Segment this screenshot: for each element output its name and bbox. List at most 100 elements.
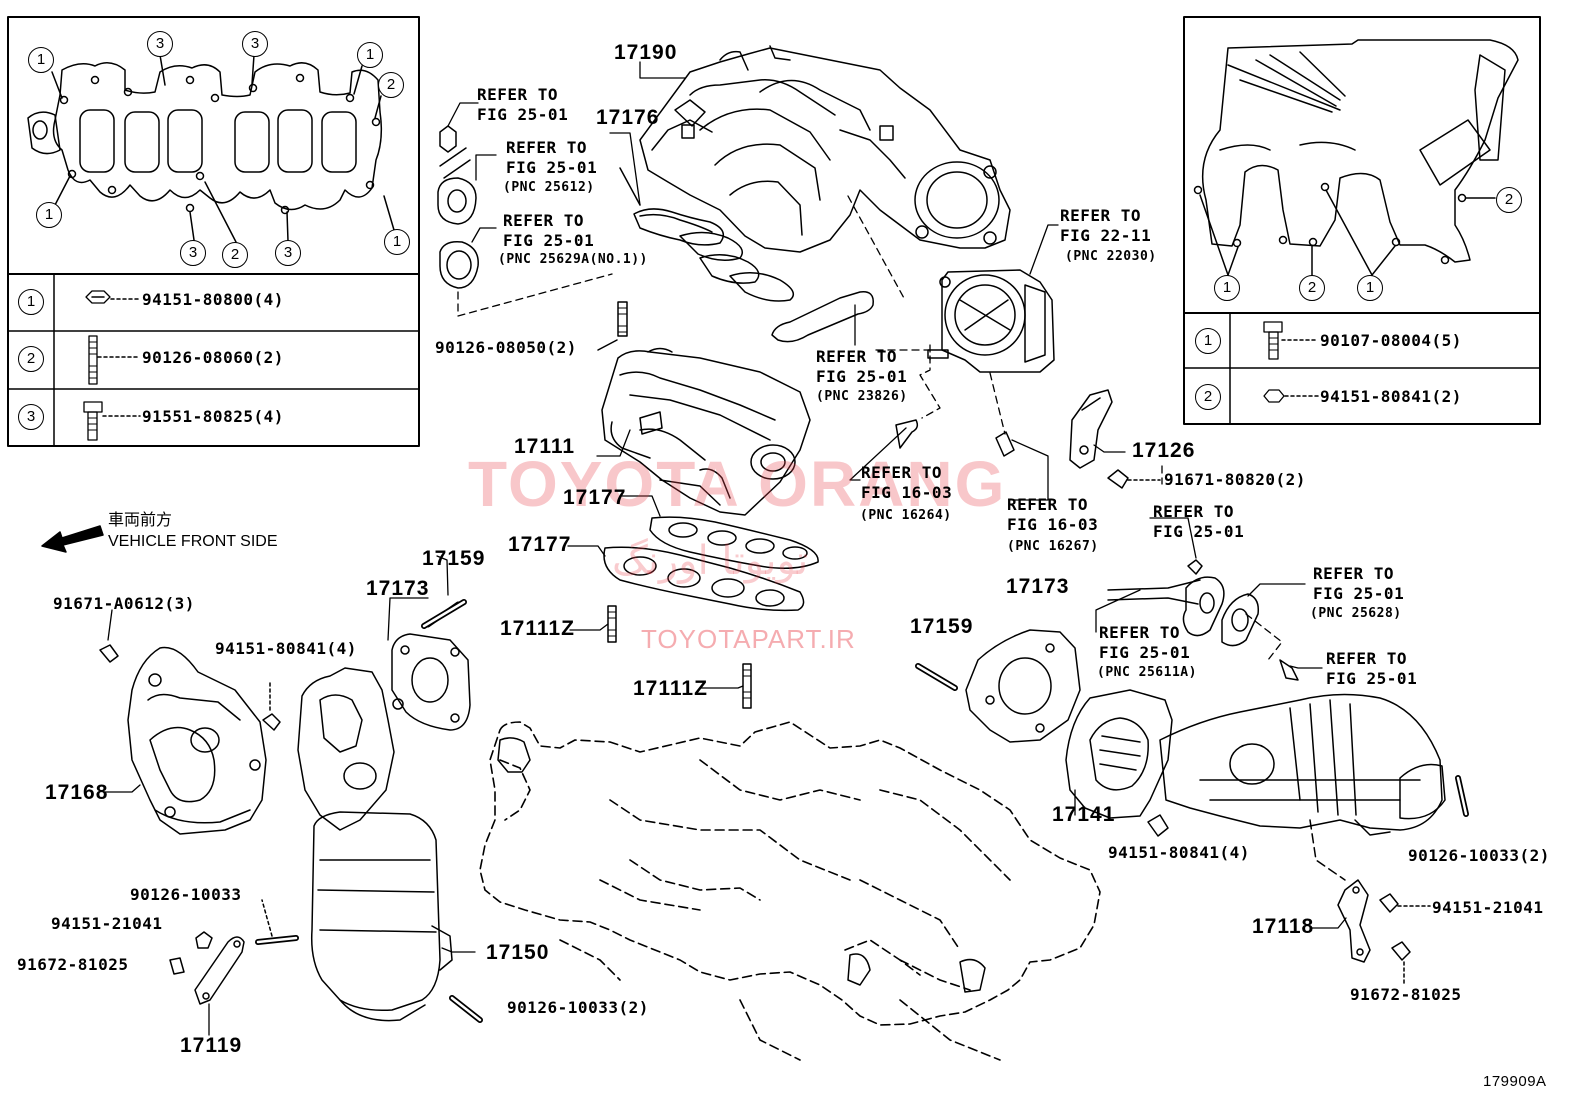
part-label-17159: 17159 xyxy=(910,615,974,638)
intake-gasket-17177-b xyxy=(603,546,805,612)
part-label-17168: 17168 xyxy=(45,781,109,804)
exhaust-manifold-17150 xyxy=(297,667,453,1022)
part-label-17190: 17190 xyxy=(614,41,678,64)
table-key-2: 2 xyxy=(1195,384,1221,410)
part-number: 91671-A0612(3) xyxy=(53,594,195,613)
part-label-17118: 17118 xyxy=(1252,915,1315,938)
stud-17159-right xyxy=(915,663,958,691)
right-inset-icons xyxy=(1263,321,1319,403)
left-small-fasteners xyxy=(99,599,483,1023)
engine-detail xyxy=(497,737,986,993)
refer-note: REFER TO FIG 25-01 xyxy=(816,347,908,386)
upper-intake-manifold xyxy=(639,45,1011,253)
callout-2: 2 xyxy=(1299,275,1325,301)
part-number: 91672-81025 xyxy=(1350,985,1462,1004)
part-number: 94151-21041 xyxy=(51,914,163,933)
callout-3: 3 xyxy=(275,240,301,266)
refer-note: REFER TO FIG 25-01 xyxy=(503,211,595,250)
watermark-site: TOYOTAPART.IR xyxy=(641,624,856,654)
part-label-17177: 17177 xyxy=(563,486,627,509)
callout-3: 3 xyxy=(147,31,173,57)
dashed-lines xyxy=(457,195,1283,661)
refer-note: REFER TO FIG 25-01 xyxy=(1153,502,1245,541)
egr-gaskets-left xyxy=(437,125,479,289)
right-inset-frame xyxy=(1183,16,1541,425)
part-label-17126: 17126 xyxy=(1132,439,1196,462)
refer-note: REFER TO FIG 25-01 xyxy=(477,85,569,124)
part-number: 94151-80841(2) xyxy=(1320,387,1462,406)
refer-note: REFER TO FIG 22-11 xyxy=(1060,206,1152,245)
watermark-persian: تویوتا اورنگ xyxy=(612,538,809,584)
part-label-17111: 17111 xyxy=(514,435,576,458)
callout-1: 1 xyxy=(28,47,54,73)
gasket-17173-right xyxy=(965,629,1081,743)
pcv-hose xyxy=(771,291,874,343)
refer-note: REFER TO FIG 25-01 xyxy=(1326,649,1418,688)
part-label-17150: 17150 xyxy=(486,941,550,964)
intake-gaskets-17176 xyxy=(619,167,795,302)
part-label-17173: 17173 xyxy=(366,577,430,600)
left-inset-icons xyxy=(83,290,141,441)
part-label-17173: 17173 xyxy=(1006,575,1070,598)
part-label-17159: 17159 xyxy=(422,547,486,570)
callout-2: 2 xyxy=(1496,187,1522,213)
refer-pnc: (PNC 25612) xyxy=(503,180,595,195)
part-label-17111z: 17111Z xyxy=(633,677,708,700)
stud-90126-08050 xyxy=(597,301,628,351)
refer-pnc: (PNC 16267) xyxy=(1007,539,1099,554)
callout-1: 1 xyxy=(36,202,62,228)
refer-pnc: (PNC 25628) xyxy=(1310,606,1402,621)
table-key-1: 1 xyxy=(1195,328,1221,354)
table-key-3: 3 xyxy=(18,404,44,430)
lower-intake-manifold xyxy=(601,347,811,516)
small-hoses xyxy=(895,419,1015,457)
diagram-id: 179909A xyxy=(1483,1073,1547,1090)
gasket-17173-left xyxy=(391,633,471,731)
bolt-91671-80820 xyxy=(1107,469,1161,489)
callout-3: 3 xyxy=(242,31,268,57)
right-inset-manifold xyxy=(1193,39,1519,277)
part-number: 91551-80825(4) xyxy=(142,407,284,426)
part-label-17119: 17119 xyxy=(180,1034,243,1057)
part-label-17141: 17141 xyxy=(1052,803,1116,826)
egr-pipe xyxy=(1107,559,1299,681)
callout-2: 2 xyxy=(378,72,404,98)
refer-pnc: (PNC 22030) xyxy=(1065,249,1157,264)
heat-insulator-17168 xyxy=(127,646,267,835)
vehicle-front-label: 車両前方 VEHICLE FRONT SIDE xyxy=(108,510,278,552)
front-label-jp: 車両前方 xyxy=(108,512,173,529)
refer-pnc: (PNC 25629A(NO.1)) xyxy=(498,252,648,267)
part-label-17176: 17176 xyxy=(596,106,660,129)
refer-note: REFER TO FIG 25-01 xyxy=(1313,564,1405,603)
callout-3: 3 xyxy=(180,240,206,266)
part-number: 90126-08060(2) xyxy=(142,348,284,367)
bracket-17126 xyxy=(1069,389,1113,469)
part-number: 90126-10033(2) xyxy=(1408,846,1550,865)
callout-1: 1 xyxy=(1357,275,1383,301)
refer-note: REFER TO FIG 25-01 xyxy=(506,138,598,177)
right-small-fasteners xyxy=(1309,775,1469,986)
throttle-body xyxy=(927,269,1055,373)
part-number: 90126-08050(2) xyxy=(435,338,577,357)
refer-pnc: (PNC 16264) xyxy=(860,508,952,523)
left-inset-frame xyxy=(7,16,420,447)
leader-lines xyxy=(104,61,1347,1036)
table-key-2: 2 xyxy=(18,346,44,372)
engine-outline xyxy=(479,721,1101,1061)
left-inset-gasket xyxy=(27,54,395,243)
part-number: 94151-80800(4) xyxy=(142,290,284,309)
callout-1: 1 xyxy=(384,229,410,255)
watermark-brand: TOYOTA ORANG xyxy=(468,448,1007,520)
part-number: 90126-10033(2) xyxy=(507,998,649,1017)
refer-pnc: (PNC 25611A) xyxy=(1097,665,1197,680)
refer-note: REFER TO FIG 25-01 xyxy=(1099,623,1191,662)
callout-1: 1 xyxy=(357,42,383,68)
part-label-17111z: 17111Z xyxy=(500,617,575,640)
intake-gasket-17177-a xyxy=(649,516,819,569)
part-number: 94151-80841(4) xyxy=(1108,843,1250,862)
part-label-17177: 17177 xyxy=(508,533,572,556)
part-number: 94151-21041 xyxy=(1432,898,1544,917)
front-arrow-icon xyxy=(41,525,104,553)
